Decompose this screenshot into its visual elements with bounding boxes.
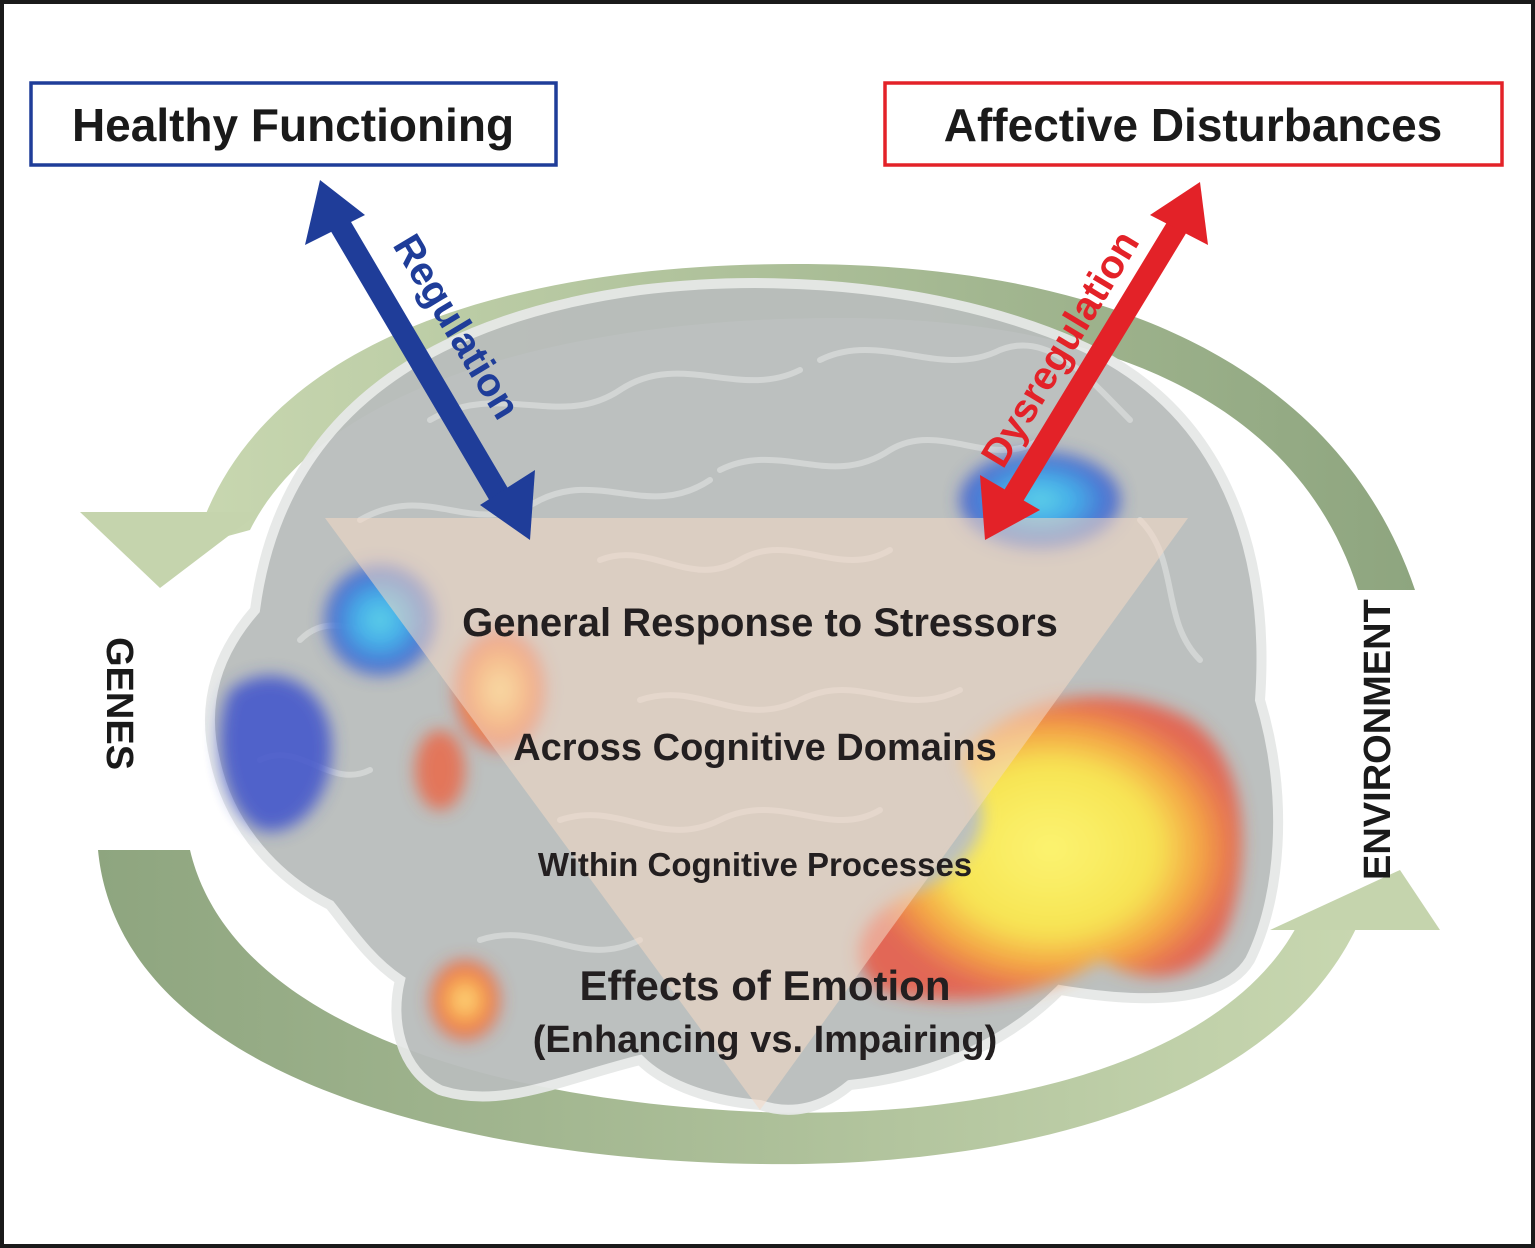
- funnel-level-4-line-1: Effects of Emotion: [579, 962, 950, 1009]
- dysregulation-arrow: [980, 182, 1208, 540]
- funnel-triangle: [325, 518, 1188, 1110]
- cycle-arrow-bottom: [98, 850, 1360, 1165]
- affective-disturbances-label: Affective Disturbances: [944, 99, 1443, 151]
- healthy-functioning-box: [29, 81, 558, 167]
- regulation-arrow: [305, 180, 535, 540]
- genes-label: GENES: [98, 637, 140, 770]
- environment-label: ENVIRONMENT: [1357, 599, 1399, 880]
- healthy-functioning-label: Healthy Functioning: [72, 99, 514, 151]
- funnel-level-3: Within Cognitive Processes: [538, 846, 972, 883]
- funnel-level-2: Across Cognitive Domains: [513, 727, 997, 769]
- cycle-arrowhead-left: [80, 512, 260, 588]
- funnel-level-1: General Response to Stressors: [462, 601, 1058, 645]
- cycle-arrowhead-right: [1270, 870, 1440, 930]
- affective-disturbances-box: [883, 81, 1504, 167]
- funnel-level-4-line-2: (Enhancing vs. Impairing): [533, 1019, 998, 1061]
